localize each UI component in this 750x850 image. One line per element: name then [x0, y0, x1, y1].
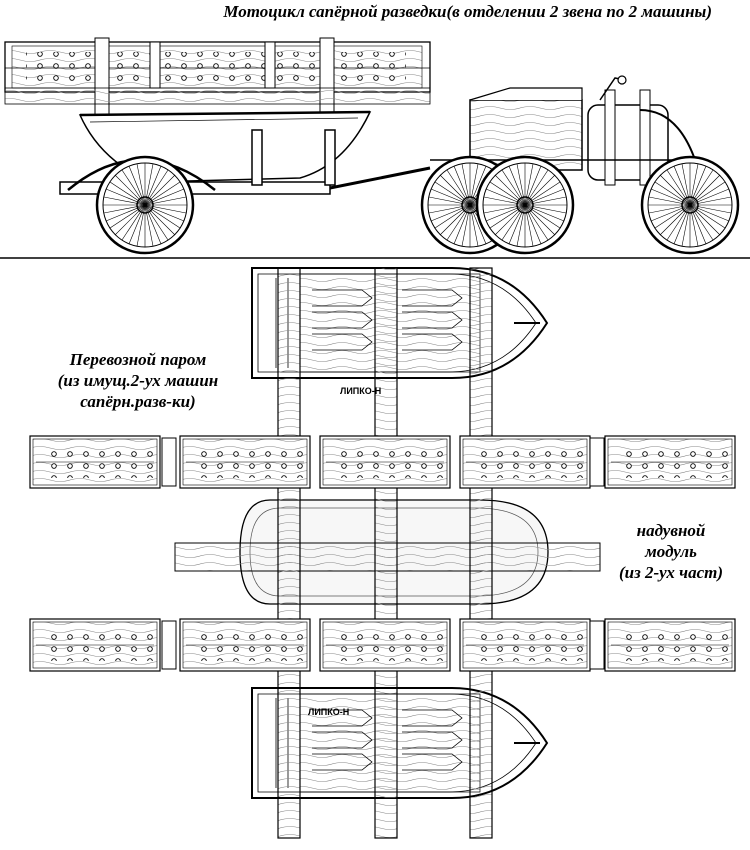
side-view: [4, 37, 740, 255]
module-label-line-3: (из 2-ух част): [618, 563, 724, 582]
diagram-title: Мотоцикл сапёрной разведки(в отделении 2…: [223, 2, 712, 21]
boat-marking-top: ЛИПКО-Н: [340, 386, 381, 396]
trailer-wheel: [95, 155, 195, 255]
module-label-line-1: надувной: [636, 521, 706, 540]
pontoon-row-upper: [29, 435, 736, 489]
motorcycle-front-wheel: [640, 155, 740, 255]
trailer-deck: [4, 37, 431, 139]
ferry-label-line-3: сапёрн.разв-ки): [80, 392, 196, 411]
ferry-label: Перевозной паром (из имущ.2-ух машин сап…: [18, 349, 258, 412]
ferry-label-line-1: Перевозной паром: [69, 350, 207, 369]
module-label: надувной модуль (из 2-ух част): [596, 520, 746, 583]
pontoon-row-lower: [29, 618, 736, 672]
ferry-top-view: [29, 267, 736, 839]
longitudinal-beams: [277, 267, 493, 839]
module-label-line-2: модуль: [645, 542, 697, 561]
sidecar-wheel: [475, 155, 575, 255]
ferry-label-line-2: (из имущ.2-ух машин: [57, 371, 219, 390]
boat-marking-bottom: ЛИПКО-Н: [308, 707, 349, 717]
motorcycle: [430, 75, 706, 201]
